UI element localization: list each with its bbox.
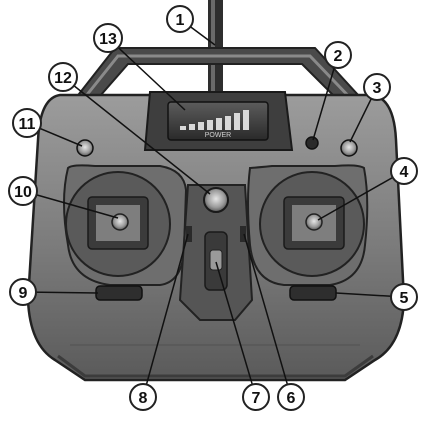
- callout-12: 12: [48, 62, 78, 92]
- callout-5: 5: [390, 283, 418, 311]
- display-housing: POWER: [143, 91, 294, 151]
- callout-4: 4: [390, 157, 418, 185]
- callout-6: 6: [277, 383, 305, 411]
- callout-13: 13: [93, 23, 123, 53]
- meter-bar: [180, 126, 186, 130]
- callout-circle: [390, 283, 418, 311]
- callout-number: 10: [14, 184, 32, 201]
- right-toggle-switch[interactable]: [340, 139, 358, 157]
- callout-circle: [12, 108, 42, 138]
- battery-level-bars: [180, 110, 249, 130]
- callout-number: 6: [287, 390, 296, 407]
- callout-11: 11: [12, 108, 42, 138]
- callout-number: 8: [139, 390, 148, 407]
- callout-number: 1: [176, 12, 185, 29]
- callout-number: 5: [400, 290, 409, 307]
- right-center-trim[interactable]: [240, 226, 246, 242]
- callout-9: 9: [9, 278, 37, 306]
- callout-circle: [390, 157, 418, 185]
- left-gimbal-panel: [63, 164, 188, 286]
- center-console: [178, 184, 254, 321]
- right-trim-lever[interactable]: [289, 285, 337, 301]
- callout-7: 7: [242, 383, 270, 411]
- meter-bar: [198, 122, 204, 130]
- meter-bar: [216, 118, 222, 130]
- callout-circle: [242, 383, 270, 411]
- callout-circle: [8, 176, 38, 206]
- meter-bar: [207, 120, 213, 130]
- callout-circle: [363, 73, 391, 101]
- callout-number: 11: [19, 116, 36, 133]
- callout-circle: [129, 383, 157, 411]
- meter-bar: [234, 113, 240, 130]
- right-gimbal-panel: [247, 164, 369, 286]
- callout-number: 13: [99, 31, 117, 48]
- left-toggle-switch[interactable]: [76, 139, 94, 157]
- callout-circle: [93, 23, 123, 53]
- center-slider[interactable]: [209, 249, 223, 271]
- callout-number: 4: [400, 164, 409, 181]
- right-control-stick[interactable]: [305, 213, 323, 231]
- callout-8: 8: [129, 383, 157, 411]
- meter-bar: [189, 124, 195, 130]
- callout-2: 2: [324, 41, 352, 69]
- callout-number: 2: [334, 48, 343, 65]
- left-center-trim[interactable]: [186, 226, 192, 242]
- callout-circle: [324, 41, 352, 69]
- antenna: [208, 0, 223, 92]
- callout-number: 12: [54, 70, 72, 87]
- meter-bar: [225, 116, 231, 130]
- callout-10: 10: [8, 176, 38, 206]
- callout-number: 3: [373, 80, 382, 97]
- callout-1: 1: [166, 5, 194, 33]
- display-brand-text: POWER: [205, 132, 231, 139]
- callout-circle: [48, 62, 78, 92]
- callout-3: 3: [363, 73, 391, 101]
- callout-number: 9: [19, 285, 28, 302]
- callout-number: 7: [252, 390, 261, 407]
- callout-circle: [277, 383, 305, 411]
- callout-circle: [166, 5, 194, 33]
- callout-circle: [9, 278, 37, 306]
- meter-bar: [243, 110, 249, 130]
- power-led: [305, 136, 319, 150]
- left-trim-lever[interactable]: [95, 285, 143, 301]
